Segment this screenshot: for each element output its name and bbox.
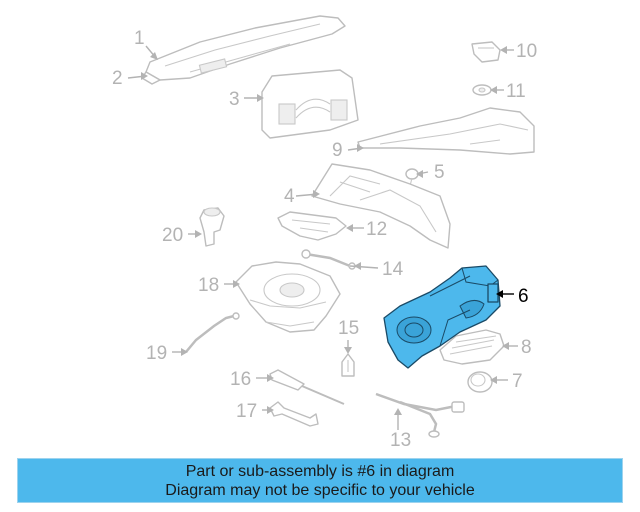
callout-12: 12 [366, 219, 387, 240]
callout-4: 4 [284, 186, 295, 207]
part-16-screwdriver [269, 369, 345, 405]
part-19-cable [185, 312, 240, 353]
callout-5: 5 [434, 162, 445, 183]
callout-20: 20 [162, 225, 183, 246]
banner-line-disclaimer: Diagram may not be specific to your vehi… [165, 481, 475, 499]
part-9-sill-trim [357, 107, 535, 155]
part-14-rod [301, 249, 356, 270]
callout-11: 11 [506, 81, 526, 102]
part-15-clip [341, 353, 355, 377]
callout-17: 17 [236, 401, 257, 422]
callout-15: 15 [338, 318, 359, 339]
part-3-speaker-panel [261, 69, 359, 139]
callout-2: 2 [112, 68, 123, 89]
callout-1: 1 [134, 28, 145, 49]
part-12-handle [277, 211, 347, 241]
part-1-parcel-shelf [145, 15, 346, 81]
part-11-washer [472, 84, 492, 96]
part-6-side-trim-panel-highlighted [383, 265, 501, 369]
callout-9: 9 [332, 140, 343, 161]
callout-arrowheads [141, 46, 509, 415]
part-13-lug-wrench [375, 392, 465, 438]
parts-diagram: 1 2 3 4 5 6 7 8 9 10 11 12 13 14 15 16 1… [112, 15, 537, 451]
callout-18: 18 [198, 275, 219, 296]
part-20-jack [199, 207, 225, 247]
part-10-clip [471, 41, 501, 63]
callout-numbers: 1 2 3 4 5 6 7 8 9 10 11 12 13 14 15 16 1… [112, 28, 537, 451]
part-18-spare-tire-tub [235, 261, 341, 333]
callout-8: 8 [521, 337, 532, 358]
callout-16: 16 [230, 369, 251, 390]
callout-7: 7 [512, 371, 523, 392]
part-7-cap [467, 371, 493, 393]
callout-3: 3 [229, 89, 240, 110]
callout-19: 19 [146, 343, 167, 364]
callout-13: 13 [390, 430, 411, 451]
info-banner: Part or sub-assembly is #6 in diagram Di… [17, 458, 623, 503]
callout-6: 6 [518, 286, 529, 307]
callout-10: 10 [516, 41, 537, 62]
callout-14: 14 [382, 259, 404, 280]
part-4-trunk-trim [311, 163, 451, 249]
banner-line-part-number: Part or sub-assembly is #6 in diagram [185, 462, 455, 480]
part-17-wrench [269, 401, 319, 427]
